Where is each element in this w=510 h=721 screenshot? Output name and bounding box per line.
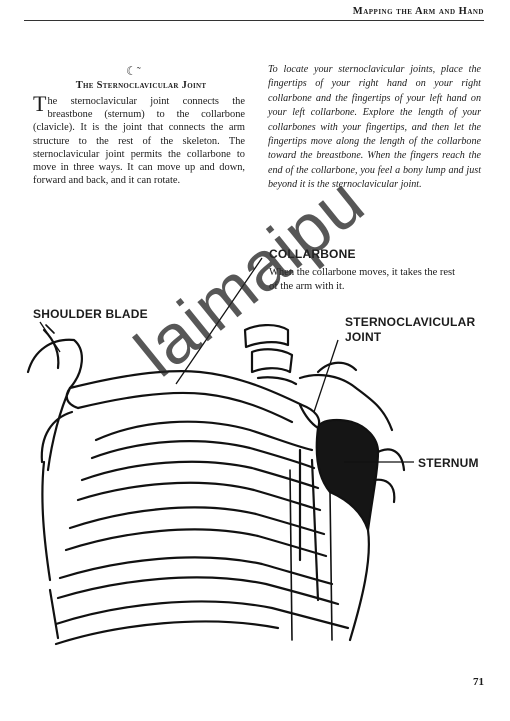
running-head: Mapping the Arm and Hand	[24, 6, 484, 21]
sterno-leader	[313, 339, 339, 413]
sternum	[315, 418, 380, 532]
ornament-icon: ☾˜	[126, 64, 141, 78]
drop-cap: T	[33, 91, 47, 116]
shoulder-blade-leader	[39, 321, 61, 353]
page-number: 71	[473, 676, 484, 688]
shoulder-blade-label: SHOULDER BLADE	[33, 307, 148, 321]
side-note: To locate your sternoclavicular joints, …	[268, 64, 481, 191]
collarbone-note: When the collarbone moves, it takes the …	[269, 267, 456, 292]
collarbone-leader	[175, 257, 263, 385]
collarbone	[68, 370, 321, 430]
collarbone-label: COLLARBONE	[269, 247, 356, 261]
section-title: The Sternoclavicular Joint	[75, 80, 207, 91]
body-text: he sternoclavicular joint connects the b…	[33, 96, 245, 187]
shoulder-blade	[26, 338, 83, 472]
sternoclavicular-joint-label: STERNOCLAVICULAR JOINT	[345, 315, 476, 344]
sternum-label: STERNUM	[418, 456, 479, 470]
